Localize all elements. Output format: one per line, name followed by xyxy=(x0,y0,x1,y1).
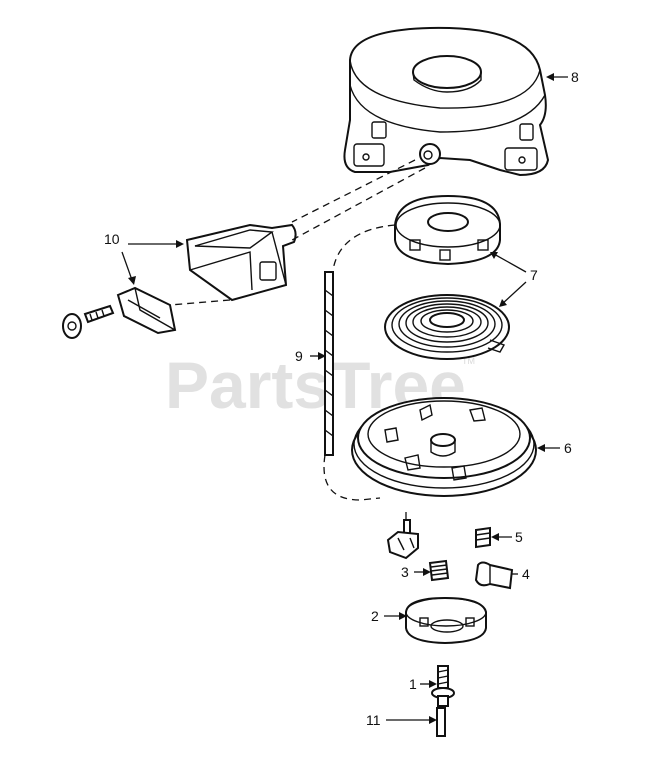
part-7-recoil-spring[interactable] xyxy=(384,294,510,360)
part-2-cam-cup[interactable] xyxy=(405,596,487,645)
callout-1: 1 xyxy=(409,676,417,692)
watermark-tm: TM xyxy=(462,356,475,366)
part-10-handle-insert[interactable] xyxy=(116,286,177,335)
part-1-center-screw[interactable] xyxy=(431,665,455,707)
callout-3: 3 xyxy=(401,564,409,580)
part-3-spring[interactable] xyxy=(428,559,450,582)
callout-8: 8 xyxy=(571,69,579,85)
part-6-pulley[interactable] xyxy=(351,397,537,497)
callout-9: 9 xyxy=(295,348,303,364)
part-11-pin[interactable] xyxy=(436,707,446,737)
assembly-dashed-lines xyxy=(169,159,426,520)
callout-4: 4 xyxy=(522,566,530,582)
retainer-screw[interactable] xyxy=(386,519,419,560)
part-7-pulley-cup[interactable] xyxy=(394,194,501,266)
part-10-starter-handle[interactable] xyxy=(185,223,297,302)
callout-2: 2 xyxy=(371,608,379,624)
part-5-small-spring[interactable] xyxy=(475,526,491,549)
callout-7: 7 xyxy=(530,267,538,283)
callout-labels: 8 10 7 9 6 5 3 4 2 1 11 xyxy=(104,69,579,728)
part-8-starter-housing[interactable] xyxy=(343,26,550,177)
callout-11: 11 xyxy=(366,712,381,728)
part-4-pawl[interactable] xyxy=(474,561,514,590)
rope-end-knot[interactable] xyxy=(62,304,115,339)
callout-10: 10 xyxy=(104,231,120,247)
part-9-rope[interactable] xyxy=(324,271,334,456)
callout-5: 5 xyxy=(515,529,523,545)
callout-6: 6 xyxy=(564,440,572,456)
leader-lines xyxy=(121,73,568,724)
